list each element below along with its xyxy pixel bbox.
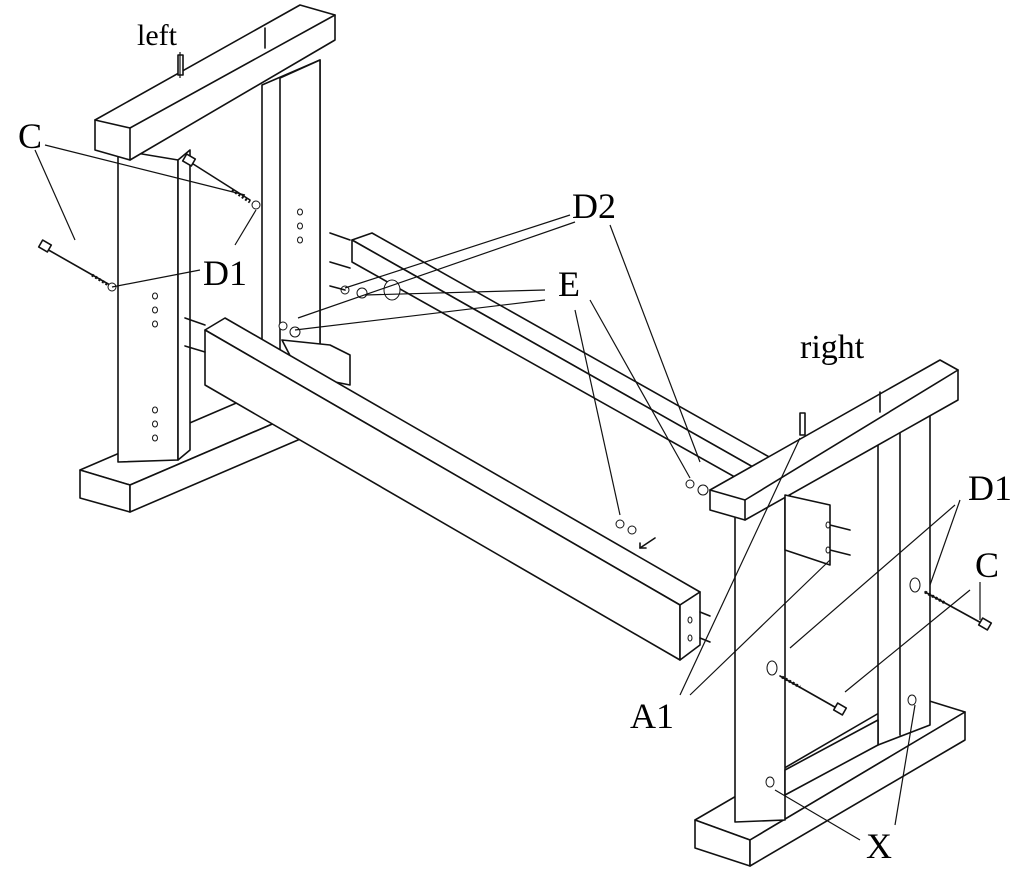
label-d2: D2: [572, 186, 616, 226]
label-d1-left: D1: [203, 253, 247, 293]
left-top-beam: [94, 4, 336, 161]
bolt-c-right-upper: [924, 591, 986, 626]
right-bracket: [784, 494, 831, 566]
label-e: E: [558, 264, 580, 304]
right-post-front: [734, 494, 786, 823]
right-crossbar: [784, 719, 879, 796]
bolts: [37, 153, 993, 716]
labels: left C D1 D2 E right D1 C A1 X: [18, 19, 1012, 866]
label-left: left: [137, 19, 178, 52]
label-x: X: [866, 826, 892, 866]
right-top-beam: [709, 359, 959, 521]
label-c-right: C: [975, 545, 999, 585]
label-d1-right: D1: [968, 468, 1012, 508]
right-post-back: [877, 394, 931, 746]
front-rail-end: [679, 591, 701, 661]
right-foot-side: [749, 711, 966, 867]
right-top-peg: [799, 412, 806, 436]
front-rail: [184, 317, 711, 661]
left-post-holes: [152, 208, 303, 442]
leader-lines: [34, 52, 981, 841]
right-leg-frame: [694, 359, 966, 867]
left-post-front: [117, 149, 179, 463]
left-post-front-side: [177, 149, 191, 461]
label-c-left: C: [18, 116, 42, 156]
front-rail-top: [204, 317, 701, 606]
left-leg-frame: [79, 4, 351, 513]
label-right: right: [800, 329, 865, 366]
label-a1: A1: [630, 696, 674, 736]
